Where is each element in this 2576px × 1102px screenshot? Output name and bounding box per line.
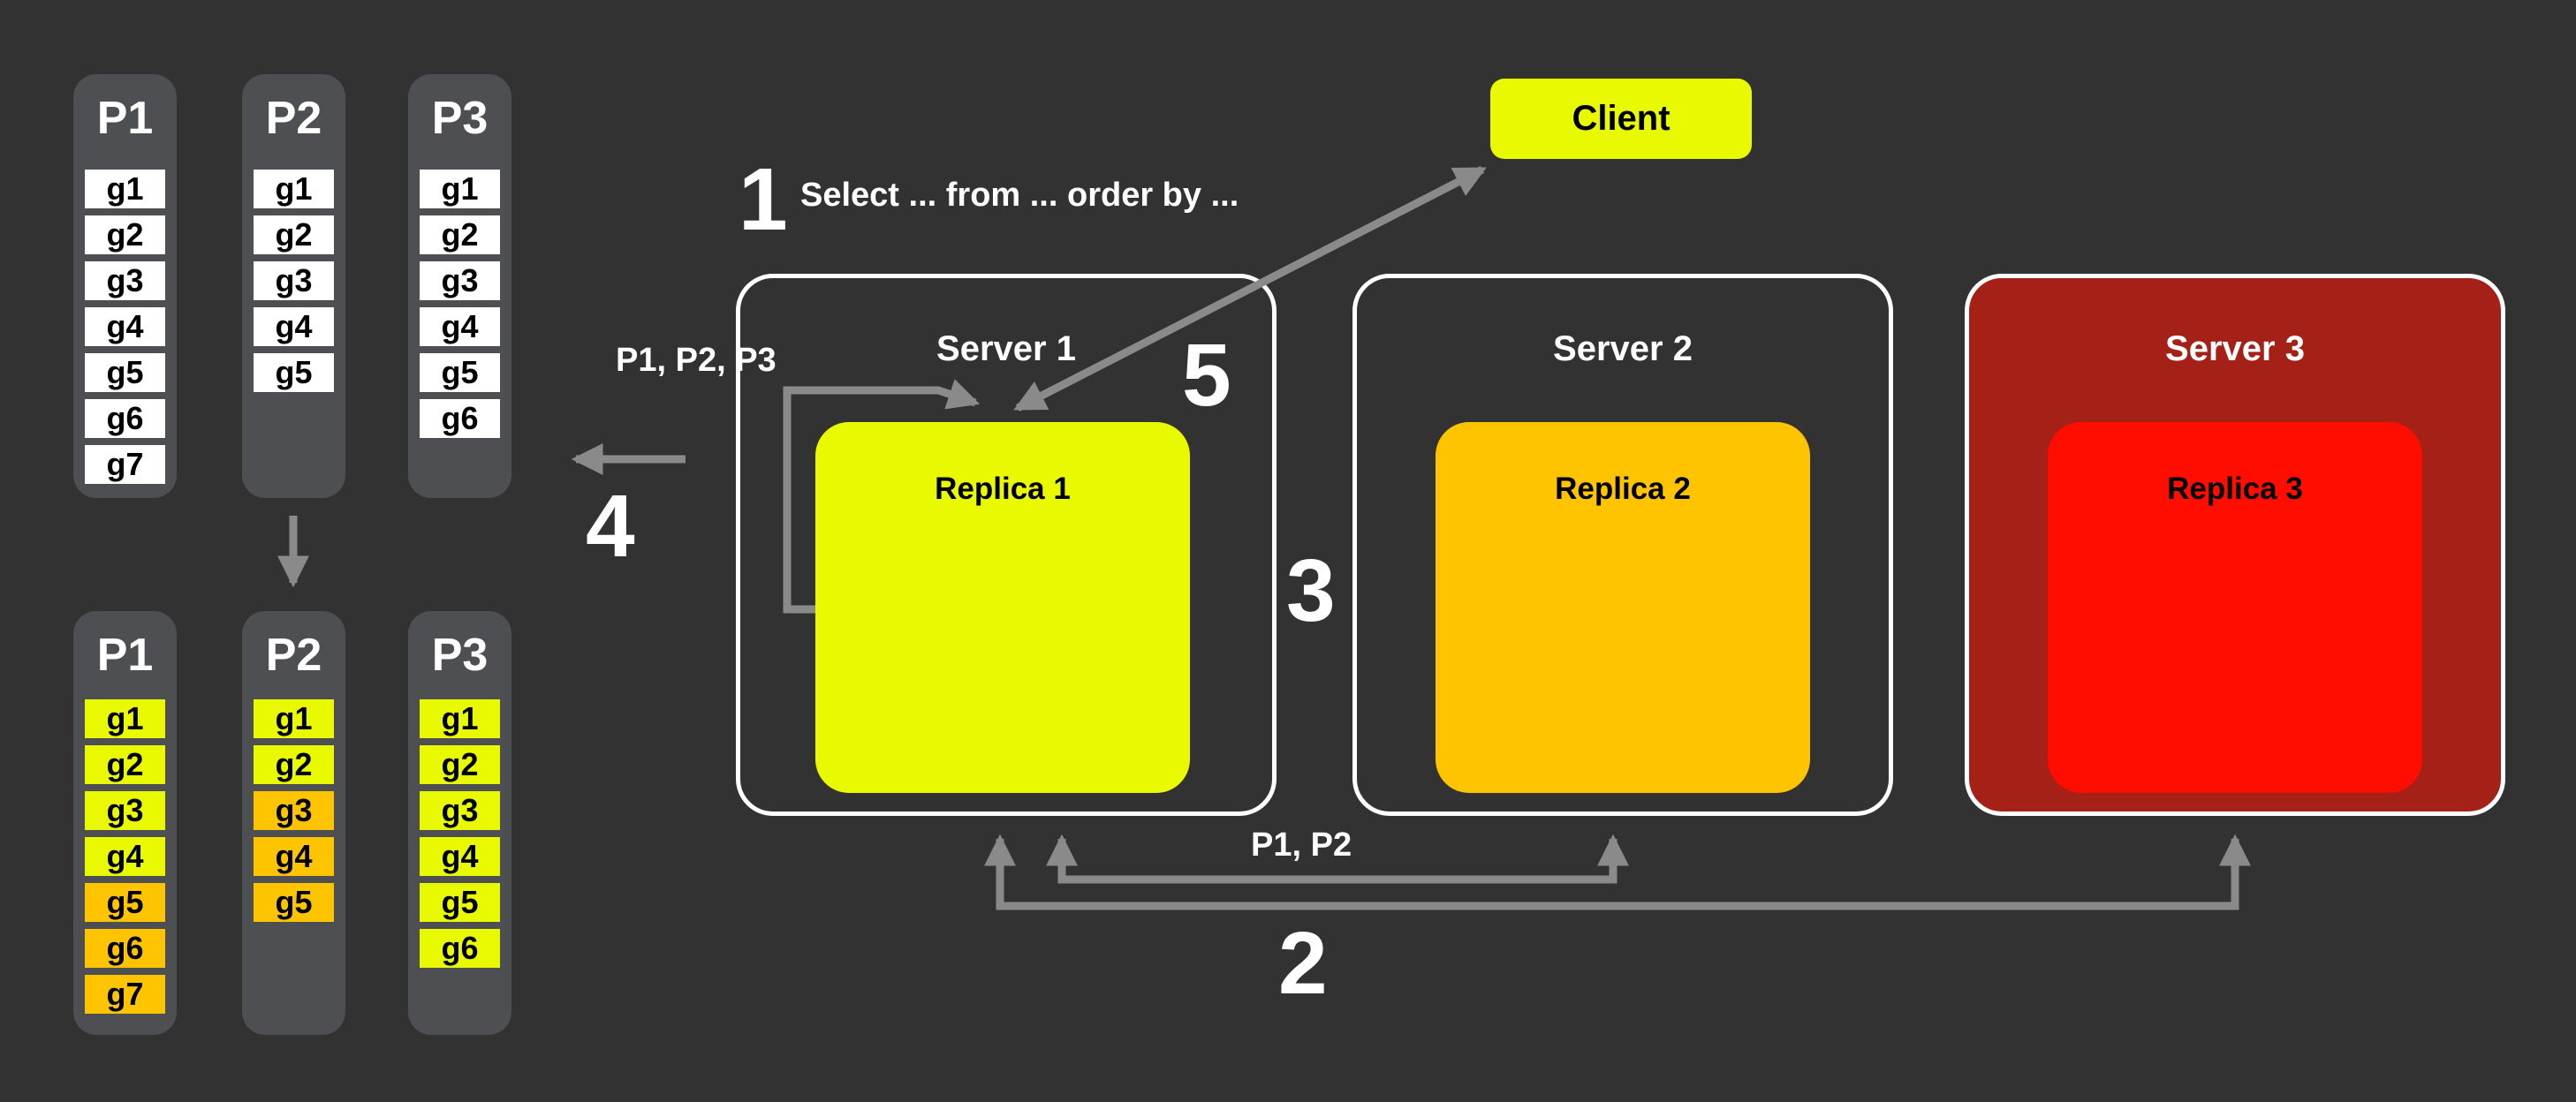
group-cell: g2	[420, 215, 500, 254]
step-1-number: 1	[739, 150, 788, 249]
group-cell: g6	[85, 399, 165, 438]
client-box: Client	[1490, 79, 1752, 159]
partition-column-unsorted-p2: P2 g1 g2 g3 g4 g5	[242, 74, 345, 498]
group-cell: g1	[254, 699, 334, 738]
group-cell: g5	[85, 883, 165, 922]
group-cell: g7	[85, 445, 165, 484]
group-cell: g5	[254, 883, 334, 922]
step-4-number: 4	[586, 477, 635, 576]
group-cell: g2	[85, 215, 165, 254]
group-cell: g5	[254, 353, 334, 392]
group-cell: g5	[85, 353, 165, 392]
partition-column-sorted-p1: P1 g1 g2 g3 g4 g5 g6 g7	[73, 611, 177, 1035]
server-2-box: Server 2	[1352, 274, 1893, 816]
group-cell: g1	[85, 170, 165, 208]
replica-2-box: Replica 2	[1436, 422, 1810, 793]
step-5-number: 5	[1182, 326, 1231, 425]
group-cell: g7	[85, 975, 165, 1014]
server-2-title: Server 2	[1553, 329, 1693, 368]
arrow-client-query-response	[1013, 165, 1487, 412]
group-cell: g1	[254, 170, 334, 208]
partition-column-unsorted-p1: P1 g1 g2 g3 g4 g5 g6 g7	[73, 74, 177, 498]
group-cell: g3	[420, 791, 500, 830]
replica-1-box: Replica 1	[815, 422, 1190, 793]
group-cell: g4	[85, 307, 165, 346]
partition-column-label: P3	[431, 630, 489, 681]
group-cell: g4	[254, 837, 334, 876]
group-cell: g1	[420, 699, 500, 738]
group-cell: g4	[420, 837, 500, 876]
group-cell-stack: g1 g2 g3 g4 g5 g6	[420, 699, 500, 968]
group-cell-stack: g1 g2 g3 g4 g5 g6 g7	[85, 170, 165, 484]
group-cell-stack: g1 g2 g3 g4 g5	[254, 170, 334, 392]
step-3-number: 3	[1286, 541, 1336, 640]
group-cell: g4	[85, 837, 165, 876]
server-3-title: Server 3	[2165, 329, 2305, 368]
group-cell: g4	[420, 307, 500, 346]
partition-column-sorted-p3: P3 g1 g2 g3 g4 g5 g6	[408, 611, 511, 1035]
group-cell: g3	[254, 791, 334, 830]
group-cell: g2	[85, 745, 165, 784]
scatter-partitions-label: P1, P2	[1251, 826, 1352, 864]
replica-3-title: Replica 3	[2167, 472, 2303, 506]
replica-1-title: Replica 1	[935, 472, 1071, 506]
replica-3-box: Replica 3	[2048, 422, 2422, 793]
query-statement-label: Select ... from ... order by ...	[800, 177, 1239, 214]
server1-partitions-label: P1, P2, P3	[616, 342, 777, 379]
group-cell-stack: g1 g2 g3 g4 g5	[254, 699, 334, 922]
arrow-replica-local-sort-loop	[783, 379, 981, 614]
group-cell: g1	[420, 170, 500, 208]
partition-column-label: P2	[265, 630, 322, 681]
group-cell: g3	[85, 261, 165, 300]
group-cell-stack: g1 g2 g3 g4 g5 g6	[420, 170, 500, 438]
group-cell: g6	[85, 929, 165, 968]
group-cell: g6	[420, 929, 500, 968]
group-cell: g2	[420, 745, 500, 784]
partition-column-label: P1	[96, 93, 154, 144]
group-cell-stack: g1 g2 g3 g4 g5 g6 g7	[85, 699, 165, 1014]
group-cell: g6	[420, 399, 500, 438]
partition-column-label: P1	[96, 630, 154, 681]
group-cell: g1	[85, 699, 165, 738]
partition-column-unsorted-p3: P3 g1 g2 g3 g4 g5 g6	[408, 74, 511, 498]
group-cell: g3	[420, 261, 500, 300]
arrow-step2-scatter-bracket	[984, 834, 2251, 910]
partition-column-label: P3	[431, 93, 489, 144]
partition-column-sorted-p2: P2 g1 g2 g3 g4 g5	[242, 611, 345, 1035]
group-cell: g3	[85, 791, 165, 830]
group-cell: g5	[420, 883, 500, 922]
replica-2-title: Replica 2	[1555, 472, 1691, 506]
group-cell: g2	[254, 215, 334, 254]
step-2-number: 2	[1278, 914, 1328, 1013]
partition-column-label: P2	[265, 93, 322, 144]
group-cell: g5	[420, 353, 500, 392]
group-cell: g3	[254, 261, 334, 300]
group-cell: g4	[254, 307, 334, 346]
group-cell: g2	[254, 745, 334, 784]
